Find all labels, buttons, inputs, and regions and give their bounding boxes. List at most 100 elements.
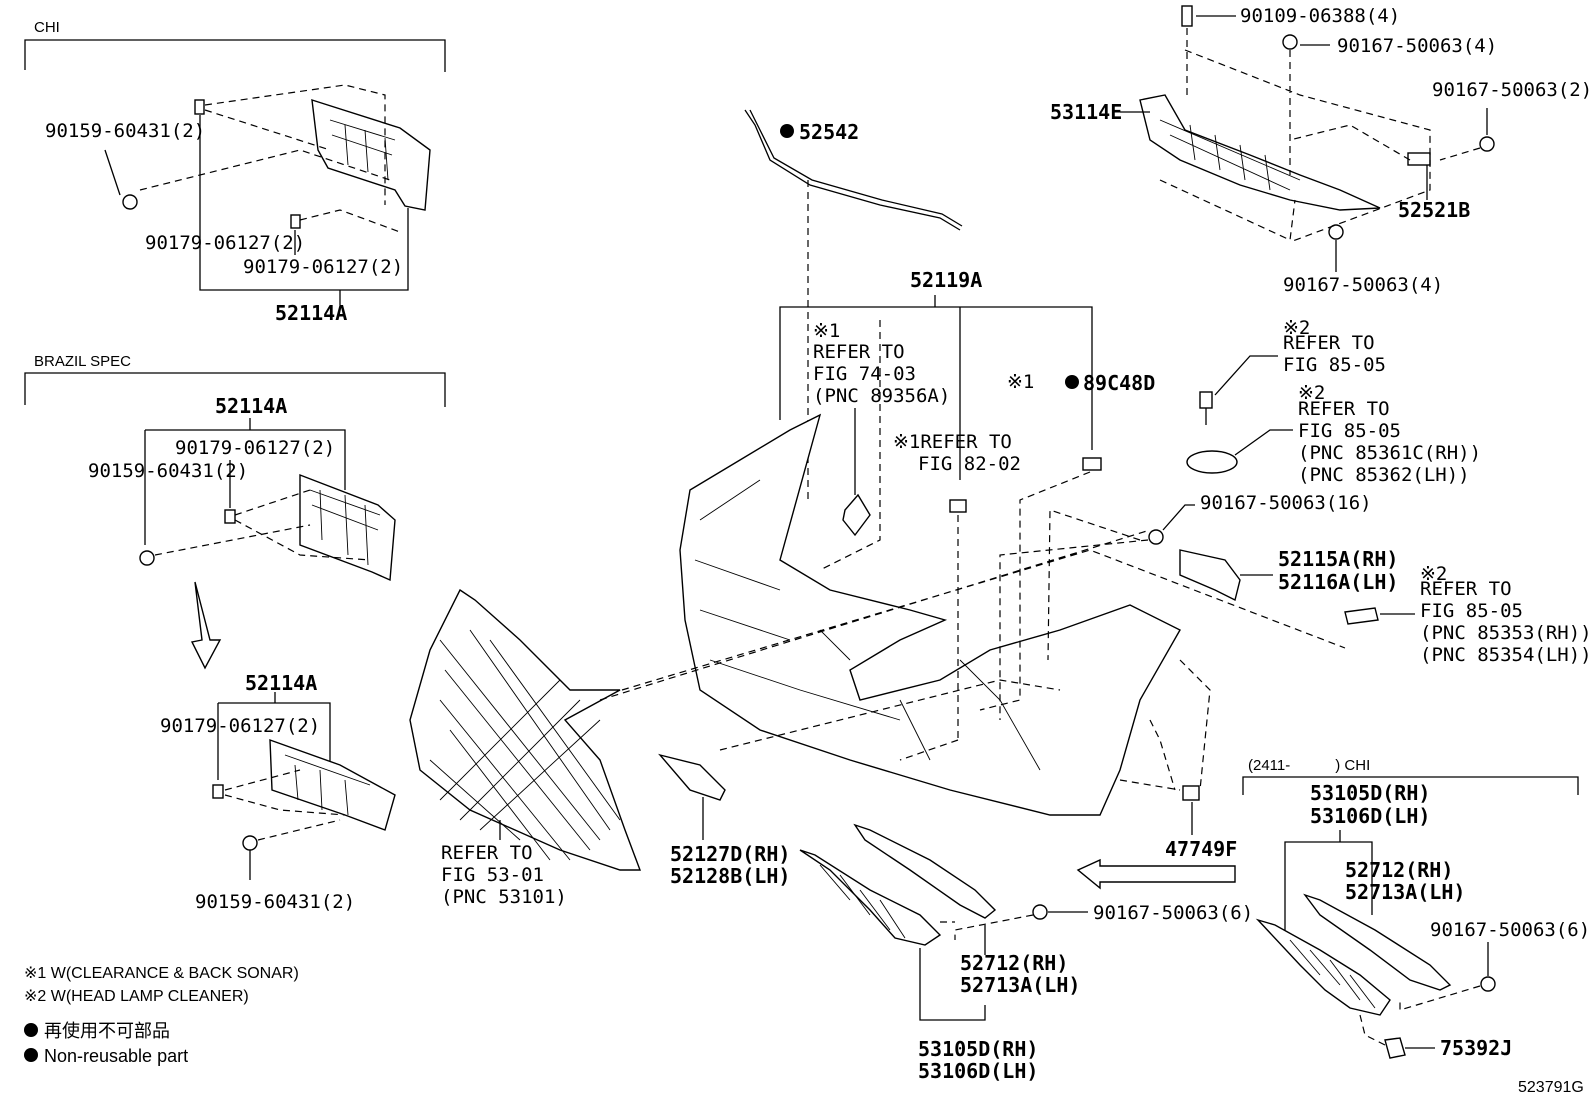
label-90167-50063-4b: 90167-50063(4) <box>1283 274 1443 296</box>
legend-en: Non-reusable part <box>44 1046 188 1066</box>
brazil-license-bracket-group-2: 52114A 90179-06127(2) 90159-60431(2) <box>160 671 396 913</box>
label-52115A: 52115A(RH) <box>1278 547 1398 571</box>
grille-refer-line-2: FIG 53-01 <box>441 864 544 886</box>
label-90159-60431-brazil: 90159-60431(2) <box>88 460 248 482</box>
note-2: ※2 W(HEAD LAMP CLEANER) <box>24 988 249 1005</box>
label-52712-a: 52712(RH) <box>960 951 1068 975</box>
garnish-moulding-part <box>1303 893 1452 991</box>
refer-3-mark: ※2 <box>1283 317 1310 339</box>
label-53106D-b: 53106D(LH) <box>1310 804 1430 828</box>
label-90167-50063-2: 90167-50063(2) <box>1432 79 1592 101</box>
refer-1-line-3: (PNC 89356A) <box>813 385 950 407</box>
label-52713A-a: 52713A(LH) <box>960 973 1080 997</box>
sensor-part <box>1082 457 1102 471</box>
refer-1-line-1: REFER TO <box>813 341 905 363</box>
clip-part <box>1407 152 1431 166</box>
refer-5-line-3: (PNC 85353(RH)) <box>1420 622 1592 644</box>
bumper-cover-part <box>679 413 1181 816</box>
bolt-part <box>1282 34 1298 50</box>
label-53114E: 53114E <box>1050 100 1122 124</box>
legend-dot-icon <box>24 1048 38 1062</box>
refer-4-line-3: (PNC 85361C(RH)) <box>1298 442 1481 464</box>
label-52116A: 52116A(LH) <box>1278 570 1398 594</box>
label-90179-06127-brazil-2: 90179-06127(2) <box>160 715 320 737</box>
cleaner-cover-part <box>1344 607 1379 625</box>
bolt-part <box>122 194 138 210</box>
label-90167-50063-6b: 90167-50063(6) <box>1430 919 1590 941</box>
section-chi-top: CHI <box>34 19 60 36</box>
section-chi-bottom: (2411- ) CHI <box>1248 757 1370 774</box>
refer-4-mark: ※2 <box>1298 382 1325 404</box>
chi-bottom-bracket <box>1242 776 1579 795</box>
headlamp-cleaner-group: ※2 REFER TO FIG 85-05 ※2 REFER TO FIG 85… <box>999 317 1592 720</box>
label-52542: 52542 <box>799 120 859 144</box>
label-52127D: 52127D(RH) <box>670 842 790 866</box>
refer-5-line-1: REFER TO <box>1420 578 1512 600</box>
label-90179-06127-chi-b: 90179-06127(2) <box>243 256 403 278</box>
refer-5-line-4: (PNC 85354(LH)) <box>1420 644 1592 666</box>
clip-part <box>212 784 224 799</box>
label-89C48D: 89C48D <box>1083 371 1155 395</box>
refer-5-mark: ※2 <box>1420 563 1447 585</box>
label-90159-60431-chi: 90159-60431(2) <box>45 120 205 142</box>
label-90159-60431-brazil-2: 90159-60431(2) <box>195 891 355 913</box>
chi-license-bracket-group: 90159-60431(2) 90179-06127(2) 90179-0612… <box>45 84 431 325</box>
label-53106D-a: 53106D(LH) <box>918 1059 1038 1083</box>
refer-1-line-2: FIG 74-03 <box>813 363 916 385</box>
garnish-part <box>799 849 942 946</box>
garnish-moulding-part <box>853 823 997 919</box>
retainer-part <box>1182 785 1200 801</box>
brazil-license-bracket-group: 52114A 90179-06127(2) 90159-60431(2) <box>88 394 396 670</box>
bolt-part <box>242 835 258 851</box>
label-90167-50063-4a: 90167-50063(4) <box>1337 35 1497 57</box>
refer-2-line-2: FIG 82-02 <box>918 453 1021 475</box>
clip-part <box>1384 1037 1406 1059</box>
bolt-part <box>1181 5 1193 27</box>
label-53105D-a: 53105D(RH) <box>918 1037 1038 1061</box>
refer-4-line-4: (PNC 85362(LH)) <box>1298 464 1470 486</box>
label-52712-b: 52712(RH) <box>1345 858 1453 882</box>
label-90179-06127-brazil: 90179-06127(2) <box>175 437 335 459</box>
label-52114A-brazil-2: 52114A <box>245 671 317 695</box>
refer-3-line-1: REFER TO <box>1283 332 1375 354</box>
chi-garnish-group: 53105D(RH) 53106D(LH) 52712(RH) 52713A(L… <box>1255 781 1590 1060</box>
clip-part <box>224 509 236 524</box>
refer-4-line-2: FIG 85-05 <box>1298 420 1401 442</box>
brazil-bracket <box>24 372 446 407</box>
bolt-part <box>1199 391 1213 409</box>
label-75392J: 75392J <box>1440 1036 1512 1060</box>
label-47749F: 47749F <box>1165 837 1237 861</box>
direction-arrow-left <box>1076 858 1236 890</box>
upper-support-group: 90109-06388(4) 90167-50063(4) 90167-5006… <box>1050 5 1592 296</box>
bracket-part <box>949 499 967 513</box>
bolt-part <box>1032 904 1048 920</box>
diagram-id: 523791G <box>1518 1079 1584 1096</box>
label-52114A-brazil: 52114A <box>215 394 287 418</box>
bolt-part <box>1328 224 1344 240</box>
bolt-part <box>1148 529 1164 545</box>
label-90179-06127-chi-a: 90179-06127(2) <box>145 232 305 254</box>
refer-3-line-2: FIG 85-05 <box>1283 354 1386 376</box>
legend-dot-icon <box>24 1023 38 1037</box>
label-90109-06388: 90109-06388(4) <box>1240 5 1400 27</box>
note-1: ※1 W(CLEARANCE & BACK SONAR) <box>24 965 299 982</box>
legend-jp: 再使用不可部品 <box>44 1021 170 1041</box>
label-52521B: 52521B <box>1398 198 1470 222</box>
support-part <box>1139 94 1381 211</box>
bracket-part <box>1179 549 1241 602</box>
bumper-cover-group: 52119A ※1 REFER TO FIG 74-03 (PNC 89356A… <box>679 268 1181 816</box>
retainer-group: 47749F <box>1119 659 1237 861</box>
bolt-part <box>139 550 155 566</box>
direction-arrow <box>190 581 222 670</box>
grille-refer-line-3: (PNC 53101) <box>441 886 567 908</box>
label-52114A-chi: 52114A <box>275 301 347 325</box>
section-brazil: BRAZIL SPEC <box>34 353 131 370</box>
label-52128B: 52128B(LH) <box>670 864 790 888</box>
license-bracket-part <box>299 473 396 582</box>
side-garnish-group: 90167-50063(6) 52712(RH) 52713A(LH) 5310… <box>799 823 1253 1083</box>
tow-cover-group: 52127D(RH) 52128B(LH) <box>658 753 790 888</box>
label-53105D-b: 53105D(RH) <box>1310 781 1430 805</box>
refer-4-line-1: REFER TO <box>1298 398 1390 420</box>
